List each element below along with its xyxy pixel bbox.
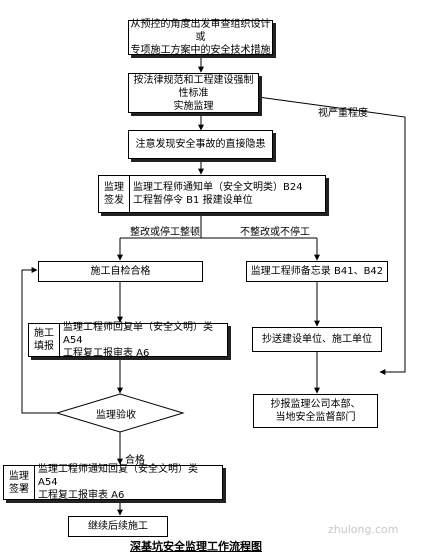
pass-label: 合格: [125, 455, 145, 466]
left4-box: 继续后续施工: [68, 516, 168, 537]
left1-line-1: 施工自检合格: [90, 266, 151, 277]
severity-line: [257, 96, 406, 375]
watermark-text: zhulong.com: [328, 523, 399, 536]
loop-back-line: [21, 267, 57, 414]
step4-main: 监理工程师通知单（安全文明类）B24 工程暂停令 B1 报建设单位: [133, 176, 321, 212]
left2-line-1: 监理工程师回复单（安全文明）类 A54: [63, 321, 213, 346]
right2-line-1: 抄送建设单位、施工单位: [262, 334, 372, 345]
left3-line-2: 工程复工报审表 A6: [38, 490, 125, 501]
step1-box: 从预控的角度出发审查组织设计或 专项施工方案中的安全技术措施: [128, 19, 273, 56]
step2-box: 按法律规范和工程建设强制性标准 实施监理: [128, 73, 259, 113]
left3-side-1: 监理: [9, 470, 29, 482]
right1-line-1: 监理工程师备忘录 B41、B42: [250, 266, 384, 277]
left3-side-label: 监理 签署: [4, 466, 35, 499]
step2-line-1: 按法律规范和工程建设强制性标准: [133, 74, 254, 99]
left1-box: 施工自检合格: [38, 261, 203, 282]
decision-label: 监理验收: [96, 410, 136, 421]
step3-line-1: 注意发现安全事故的直接隐患: [135, 139, 266, 150]
right2-box: 抄送建设单位、施工单位: [252, 327, 382, 352]
step1-line-1: 从预控的角度出发审查组织设计或: [130, 19, 271, 43]
left2-main: 监理工程师回复单（安全文明）类 A54 工程复工报审表 A6: [63, 321, 223, 359]
right3-box: 抄报监理公司本部、 当地安全监督部门: [253, 394, 378, 428]
rectify-label: 整改或停工整顿: [130, 227, 200, 238]
left3-line-1: 监理工程师通知回复（安全文明）类 A54: [38, 464, 198, 488]
right3-line-1: 抄报监理公司本部、: [270, 399, 361, 410]
decision-diamond: [55, 393, 185, 433]
left3-side-2: 签署: [9, 483, 29, 495]
diagram-title: 深基坑安全监理工作流程图: [130, 540, 262, 553]
step4-side-label: 监理 签发: [99, 176, 130, 212]
step3-box: 注意发现安全事故的直接隐患: [128, 130, 273, 159]
step4-side-2: 签发: [104, 195, 124, 206]
step4-line-2: 工程暂停令 B1 报建设单位: [133, 195, 253, 206]
severity-label: 视严重程度: [318, 108, 368, 119]
left3-box: 监理 签署 监理工程师通知回复（安全文明）类 A54 工程复工报审表 A6: [3, 464, 223, 501]
left2-box: 施工 填报 监理工程师回复单（安全文明）类 A54 工程复工报审表 A6: [28, 321, 228, 359]
left2-side-2: 填报: [34, 341, 54, 352]
step4-box: 监理 签发 监理工程师通知单（安全文明类）B24 工程暂停令 B1 报建设单位: [98, 175, 326, 213]
step4-line-1: 监理工程师通知单（安全文明类）B24: [133, 182, 303, 193]
no-rectify-label: 不整改或不停工: [240, 227, 310, 238]
step1-line-2: 专项施工方案中的安全技术措施: [130, 45, 271, 56]
left2-line-2: 工程复工报审表 A6: [63, 347, 150, 359]
left2-side-label: 施工 填报: [29, 324, 60, 356]
left4-line-1: 继续后续施工: [88, 521, 148, 532]
right3-line-2: 当地安全监督部门: [275, 412, 356, 423]
left3-main: 监理工程师通知回复（安全文明）类 A54 工程复工报审表 A6: [38, 464, 218, 501]
step2-line-2: 实施监理: [173, 100, 214, 112]
right1-box: 监理工程师备忘录 B41、B42: [246, 261, 388, 282]
step4-side-1: 监理: [104, 182, 124, 193]
left2-side-1: 施工: [34, 328, 54, 339]
